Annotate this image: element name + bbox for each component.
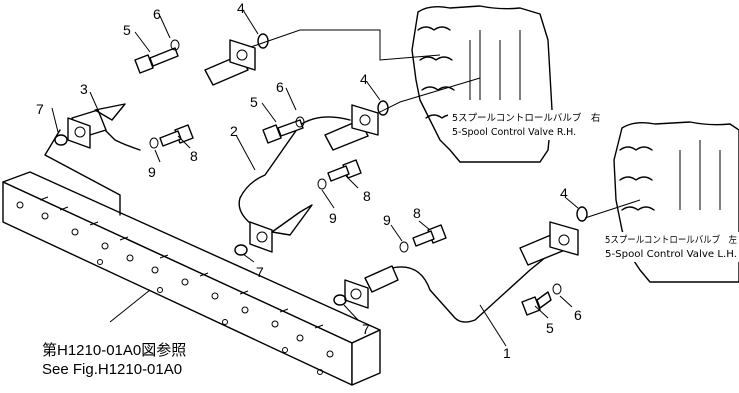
callout-6-middle: 6 [276, 79, 284, 95]
hose-2 [238, 116, 351, 231]
callout-8-b: 8 [363, 188, 371, 204]
o-ring-7-middle [234, 244, 248, 256]
bolt-5-top [134, 47, 179, 74]
o-ring-7-lower [333, 294, 347, 306]
callout-4-top: 4 [237, 0, 245, 16]
fitting-1-right [519, 221, 579, 266]
callout-4-middle: 4 [360, 71, 368, 87]
o-ring-7-left [54, 134, 68, 146]
washer-9-b [317, 178, 327, 190]
callout-5-middle: 5 [250, 94, 258, 110]
valve-rh-label-jp: 5スプールコントロールバルブ 右 [452, 112, 600, 124]
fitting-2-lower [249, 204, 313, 253]
fitting-3 [67, 103, 126, 149]
figure-reference-en: See Fig.H1210-01A0 [42, 361, 182, 378]
o-rings [54, 33, 588, 306]
washer-9-a [149, 137, 159, 149]
washer-9-c [399, 241, 409, 253]
fitting-1-left [344, 265, 399, 309]
callout-4-lower: 4 [560, 185, 568, 201]
callout-2: 2 [230, 123, 238, 139]
callout-9-a: 9 [148, 164, 156, 180]
callout-1: 1 [503, 345, 511, 361]
callout-9-b: 9 [329, 210, 337, 226]
fitting-middle [324, 104, 379, 151]
washer-6-middle [295, 116, 305, 128]
washer-6-lower [552, 283, 562, 295]
callout-7-middle: 7 [256, 264, 264, 280]
callout-5-lower: 5 [546, 320, 554, 336]
callout-6-top: 6 [153, 6, 161, 22]
fitting-upper [204, 39, 256, 86]
bolt-8-b [327, 159, 362, 182]
callout-8-a: 8 [190, 148, 198, 164]
o-ring-4-middle [377, 100, 389, 116]
bolt-8-c [412, 224, 447, 247]
callout-7-lower: 7 [362, 321, 370, 337]
figure-reference-jp: 第H1210-01A0図参照 [42, 341, 186, 359]
callout-8-c: 8 [413, 205, 421, 221]
o-ring-4-lower [576, 206, 588, 222]
valve-rh-label-en: 5-Spool Control Valve R.H. [452, 127, 576, 138]
callout-5-top: 5 [123, 22, 131, 38]
callout-7-left: 7 [36, 101, 44, 117]
frame-beam [2, 171, 381, 386]
bolt-5-middle [262, 119, 304, 144]
callout-6-lower: 6 [574, 307, 582, 323]
callout-3: 3 [80, 81, 88, 97]
bolt-5-lower [521, 291, 552, 316]
o-ring-4-top [257, 33, 269, 49]
valve-lh-label-en: 5-Spool Control Valve L.H. [605, 249, 737, 260]
callout-9-c: 9 [383, 212, 391, 228]
valve-lh-label-jp: 5スプールコントロールバルブ 左 [605, 234, 737, 246]
washers [149, 39, 562, 295]
bolt-8-a [159, 124, 194, 147]
washer-6-top [170, 39, 180, 51]
tube-3 [44, 129, 141, 216]
